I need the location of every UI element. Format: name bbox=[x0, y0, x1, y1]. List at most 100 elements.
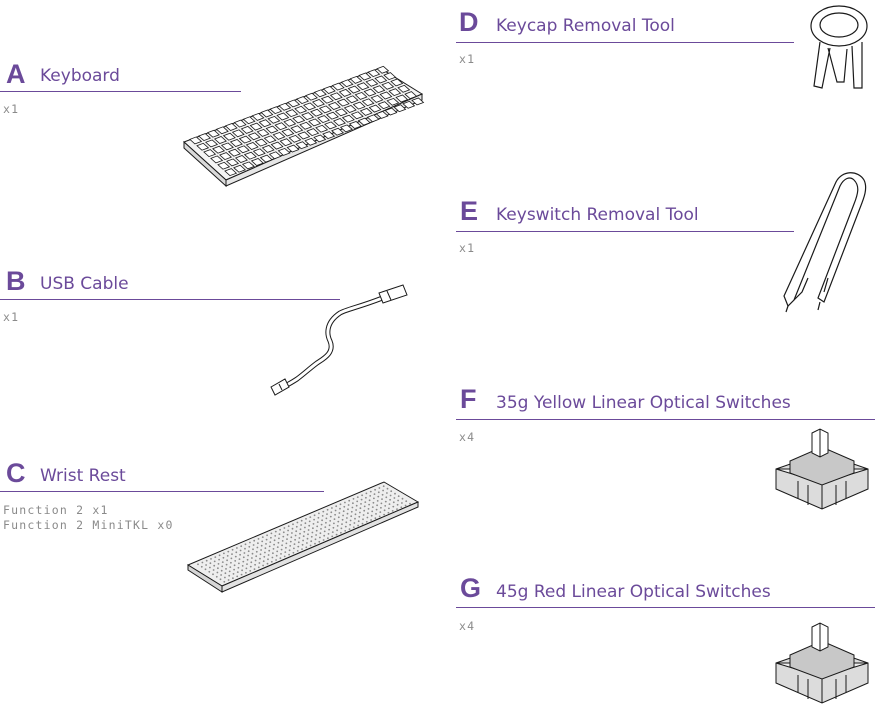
perforation-dot bbox=[288, 553, 290, 556]
keycap-shape bbox=[271, 142, 282, 149]
keycap-shape bbox=[296, 142, 307, 149]
keycap-shape bbox=[385, 108, 396, 115]
divider bbox=[456, 419, 875, 420]
perforation-dot bbox=[225, 568, 227, 570]
perforation-dot bbox=[295, 525, 298, 528]
perforation-dot bbox=[349, 519, 352, 522]
keycap-shape bbox=[215, 137, 227, 144]
perforation-dot bbox=[325, 521, 327, 524]
perforation-dot bbox=[374, 488, 376, 491]
keycap-shape bbox=[369, 105, 380, 112]
keycap-shape bbox=[243, 117, 254, 124]
perforation-dot bbox=[372, 501, 375, 504]
perforation-dot bbox=[324, 526, 327, 528]
keycap-shape bbox=[316, 125, 328, 132]
item-letter: E bbox=[460, 196, 479, 226]
perforation-dot bbox=[346, 517, 348, 519]
perforation-dot bbox=[204, 568, 207, 571]
perforation-dot bbox=[287, 529, 289, 532]
keycap-shape bbox=[252, 113, 263, 120]
perforation-dot bbox=[336, 525, 339, 527]
switch-puller-icon bbox=[780, 168, 870, 318]
keycap-shape bbox=[197, 143, 209, 150]
keycap-shape bbox=[264, 136, 275, 143]
perforation-dot bbox=[229, 566, 232, 568]
perforation-dot bbox=[352, 526, 355, 529]
perforation-dot bbox=[370, 519, 372, 521]
perforation-dot bbox=[242, 560, 245, 563]
perforation-dot bbox=[328, 528, 330, 531]
perforation-dot bbox=[380, 502, 383, 505]
keycap-shape bbox=[289, 135, 300, 142]
perforation-dot bbox=[254, 563, 256, 566]
divider bbox=[456, 607, 875, 608]
keycap-shape bbox=[412, 98, 424, 105]
perforation-dot bbox=[278, 537, 280, 540]
perforation-dot bbox=[297, 545, 300, 548]
keycap-shape bbox=[361, 108, 372, 115]
keycap-shape bbox=[222, 143, 234, 150]
perforation-dot bbox=[227, 550, 230, 553]
keycap-shape bbox=[263, 145, 274, 152]
perforation-dot bbox=[238, 562, 240, 565]
keycap-shape bbox=[291, 126, 302, 133]
perforation-dot bbox=[314, 542, 316, 545]
perforation-dot bbox=[302, 539, 304, 542]
keycap-shape bbox=[225, 169, 237, 176]
perforation-dot bbox=[321, 519, 323, 522]
item-quantity: x4 bbox=[459, 619, 476, 633]
perforation-dot bbox=[268, 545, 271, 548]
perforation-dot bbox=[262, 564, 264, 567]
keycap-shape bbox=[259, 120, 270, 127]
keycap-shape bbox=[309, 119, 321, 126]
perforation-dot bbox=[357, 524, 359, 527]
perforation-dot bbox=[301, 543, 304, 546]
perforation-dot bbox=[369, 495, 372, 497]
keycap-shape bbox=[405, 92, 417, 99]
perforation-dot bbox=[366, 516, 369, 519]
perforation-dot bbox=[354, 517, 356, 520]
perforation-dot bbox=[218, 554, 221, 557]
keycap-shape bbox=[313, 100, 325, 107]
perforation-dot bbox=[303, 530, 306, 533]
perforation-dot bbox=[350, 515, 353, 518]
keycap-shape bbox=[364, 89, 375, 96]
keycap-shape bbox=[257, 129, 268, 136]
keycap-shape bbox=[199, 134, 211, 141]
perforation-dot bbox=[360, 498, 363, 501]
keycap-shape bbox=[226, 124, 238, 131]
perforation-dot bbox=[363, 509, 366, 512]
perforation-dot bbox=[242, 556, 245, 559]
perforation-dot bbox=[234, 560, 237, 562]
perforation-dot bbox=[231, 548, 234, 551]
perforation-dot bbox=[224, 572, 227, 575]
perforation-dot bbox=[378, 515, 381, 518]
perforation-dot bbox=[376, 504, 378, 507]
perforation-dot bbox=[315, 529, 318, 532]
perforation-dot bbox=[347, 504, 350, 506]
keycap-shape bbox=[254, 149, 266, 156]
keycap-shape bbox=[314, 135, 326, 142]
perforation-dot bbox=[282, 531, 285, 534]
perforation-dot bbox=[256, 546, 259, 549]
perforation-dot bbox=[231, 553, 233, 555]
keycap-shape bbox=[238, 146, 250, 153]
keycap-shape bbox=[293, 116, 305, 123]
perforation-dot bbox=[257, 538, 260, 540]
perforation-dot bbox=[318, 512, 320, 515]
perforation-dot bbox=[401, 502, 403, 504]
perforation-dot bbox=[306, 537, 309, 540]
keycap-shape bbox=[252, 159, 264, 166]
perforation-dot bbox=[253, 539, 256, 542]
perforation-dot bbox=[247, 554, 249, 557]
keycap-shape bbox=[327, 112, 339, 119]
perforation-dot bbox=[283, 555, 286, 558]
perforation-dot bbox=[289, 545, 292, 547]
perforation-dot bbox=[291, 527, 294, 530]
perforation-dot bbox=[259, 553, 262, 556]
perforation-dot bbox=[227, 579, 230, 581]
perforation-dot bbox=[286, 538, 288, 540]
perforation-dot bbox=[342, 514, 344, 517]
perforation-dot bbox=[314, 538, 317, 541]
